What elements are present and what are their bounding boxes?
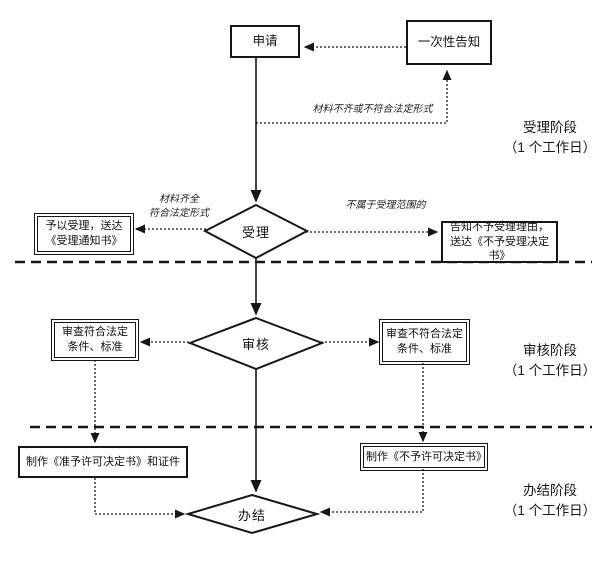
accept-grant-box: 予以受理，送达《受理通知书》 — [34, 213, 134, 255]
phase-label-accept: 受理阶段 （1 个工作日） — [498, 118, 602, 159]
edge-label-incomplete: 材料不齐或不符合法定形式 — [290, 103, 455, 117]
finish-diamond-label: 办结 — [202, 501, 302, 527]
phase-review-duration: （1 个工作日） — [503, 363, 597, 379]
accept-grant-label: 予以受理，送达《受理通知书》 — [45, 220, 123, 247]
review-fail-box: 审查不符合法定条件、标准 — [379, 319, 470, 365]
review-pass-label: 审查符合法定条件、标准 — [62, 326, 128, 353]
edge-label-complete-line2: 符合法定形式 — [149, 208, 209, 219]
apply-box: 申请 — [230, 25, 300, 58]
make-grant-doc-label: 制作《准予许可决定书》和证件 — [26, 455, 180, 468]
review-pass-box: 审查符合法定条件、标准 — [51, 319, 139, 361]
edge-label-out-of-scope: 不属于受理范围的 — [333, 199, 438, 213]
accept-reject-label: 告知不予受理理由，送达《不予受理决定书》 — [450, 220, 549, 263]
one-time-notice-box: 一次性告知 — [406, 20, 492, 65]
edge-label-incomplete-text: 材料不齐或不符合法定形式 — [312, 104, 433, 115]
accept-diamond-text: 受理 — [241, 224, 270, 240]
phase-review-name: 审核阶段 — [523, 343, 577, 358]
apply-box-label: 申请 — [252, 34, 278, 49]
accept-reject-box: 告知不予受理理由，送达《不予受理决定书》 — [441, 221, 558, 263]
edge-grantdoc-to-finish — [94, 478, 186, 519]
phase-accept-name: 受理阶段 — [523, 120, 577, 135]
finish-diamond-text: 办结 — [237, 507, 266, 523]
make-reject-doc-label: 制作《不予许可决定书》 — [366, 450, 487, 463]
finish-diamond — [184, 493, 321, 535]
make-grant-doc-box: 制作《准予许可决定书》和证件 — [18, 446, 188, 478]
review-diamond-text: 审核 — [241, 336, 270, 352]
phase-finish-duration: （1 个工作日） — [503, 503, 597, 519]
edge-label-complete-line1: 材料齐全 — [159, 194, 199, 205]
phase-label-finish: 办结阶段 （1 个工作日） — [498, 481, 602, 522]
make-reject-doc-box: 制作《不予许可决定书》 — [360, 443, 488, 471]
phase-label-review: 审核阶段 （1 个工作日） — [498, 341, 602, 382]
edge-rejectdoc-to-finish — [319, 469, 424, 517]
edge-label-complete: 材料齐全 符合法定形式 — [133, 193, 225, 221]
edge-incomplete-to-notice — [256, 69, 452, 124]
review-diamond-label: 审核 — [206, 330, 306, 356]
accept-diamond-label: 受理 — [206, 218, 306, 244]
phase-finish-name: 办结阶段 — [523, 483, 577, 498]
edge-label-out-of-scope-text: 不属于受理范围的 — [345, 200, 426, 211]
review-fail-label: 审查不符合法定条件、标准 — [386, 328, 463, 355]
one-time-notice-label: 一次性告知 — [417, 35, 481, 50]
phase-accept-duration: （1 个工作日） — [503, 140, 597, 156]
